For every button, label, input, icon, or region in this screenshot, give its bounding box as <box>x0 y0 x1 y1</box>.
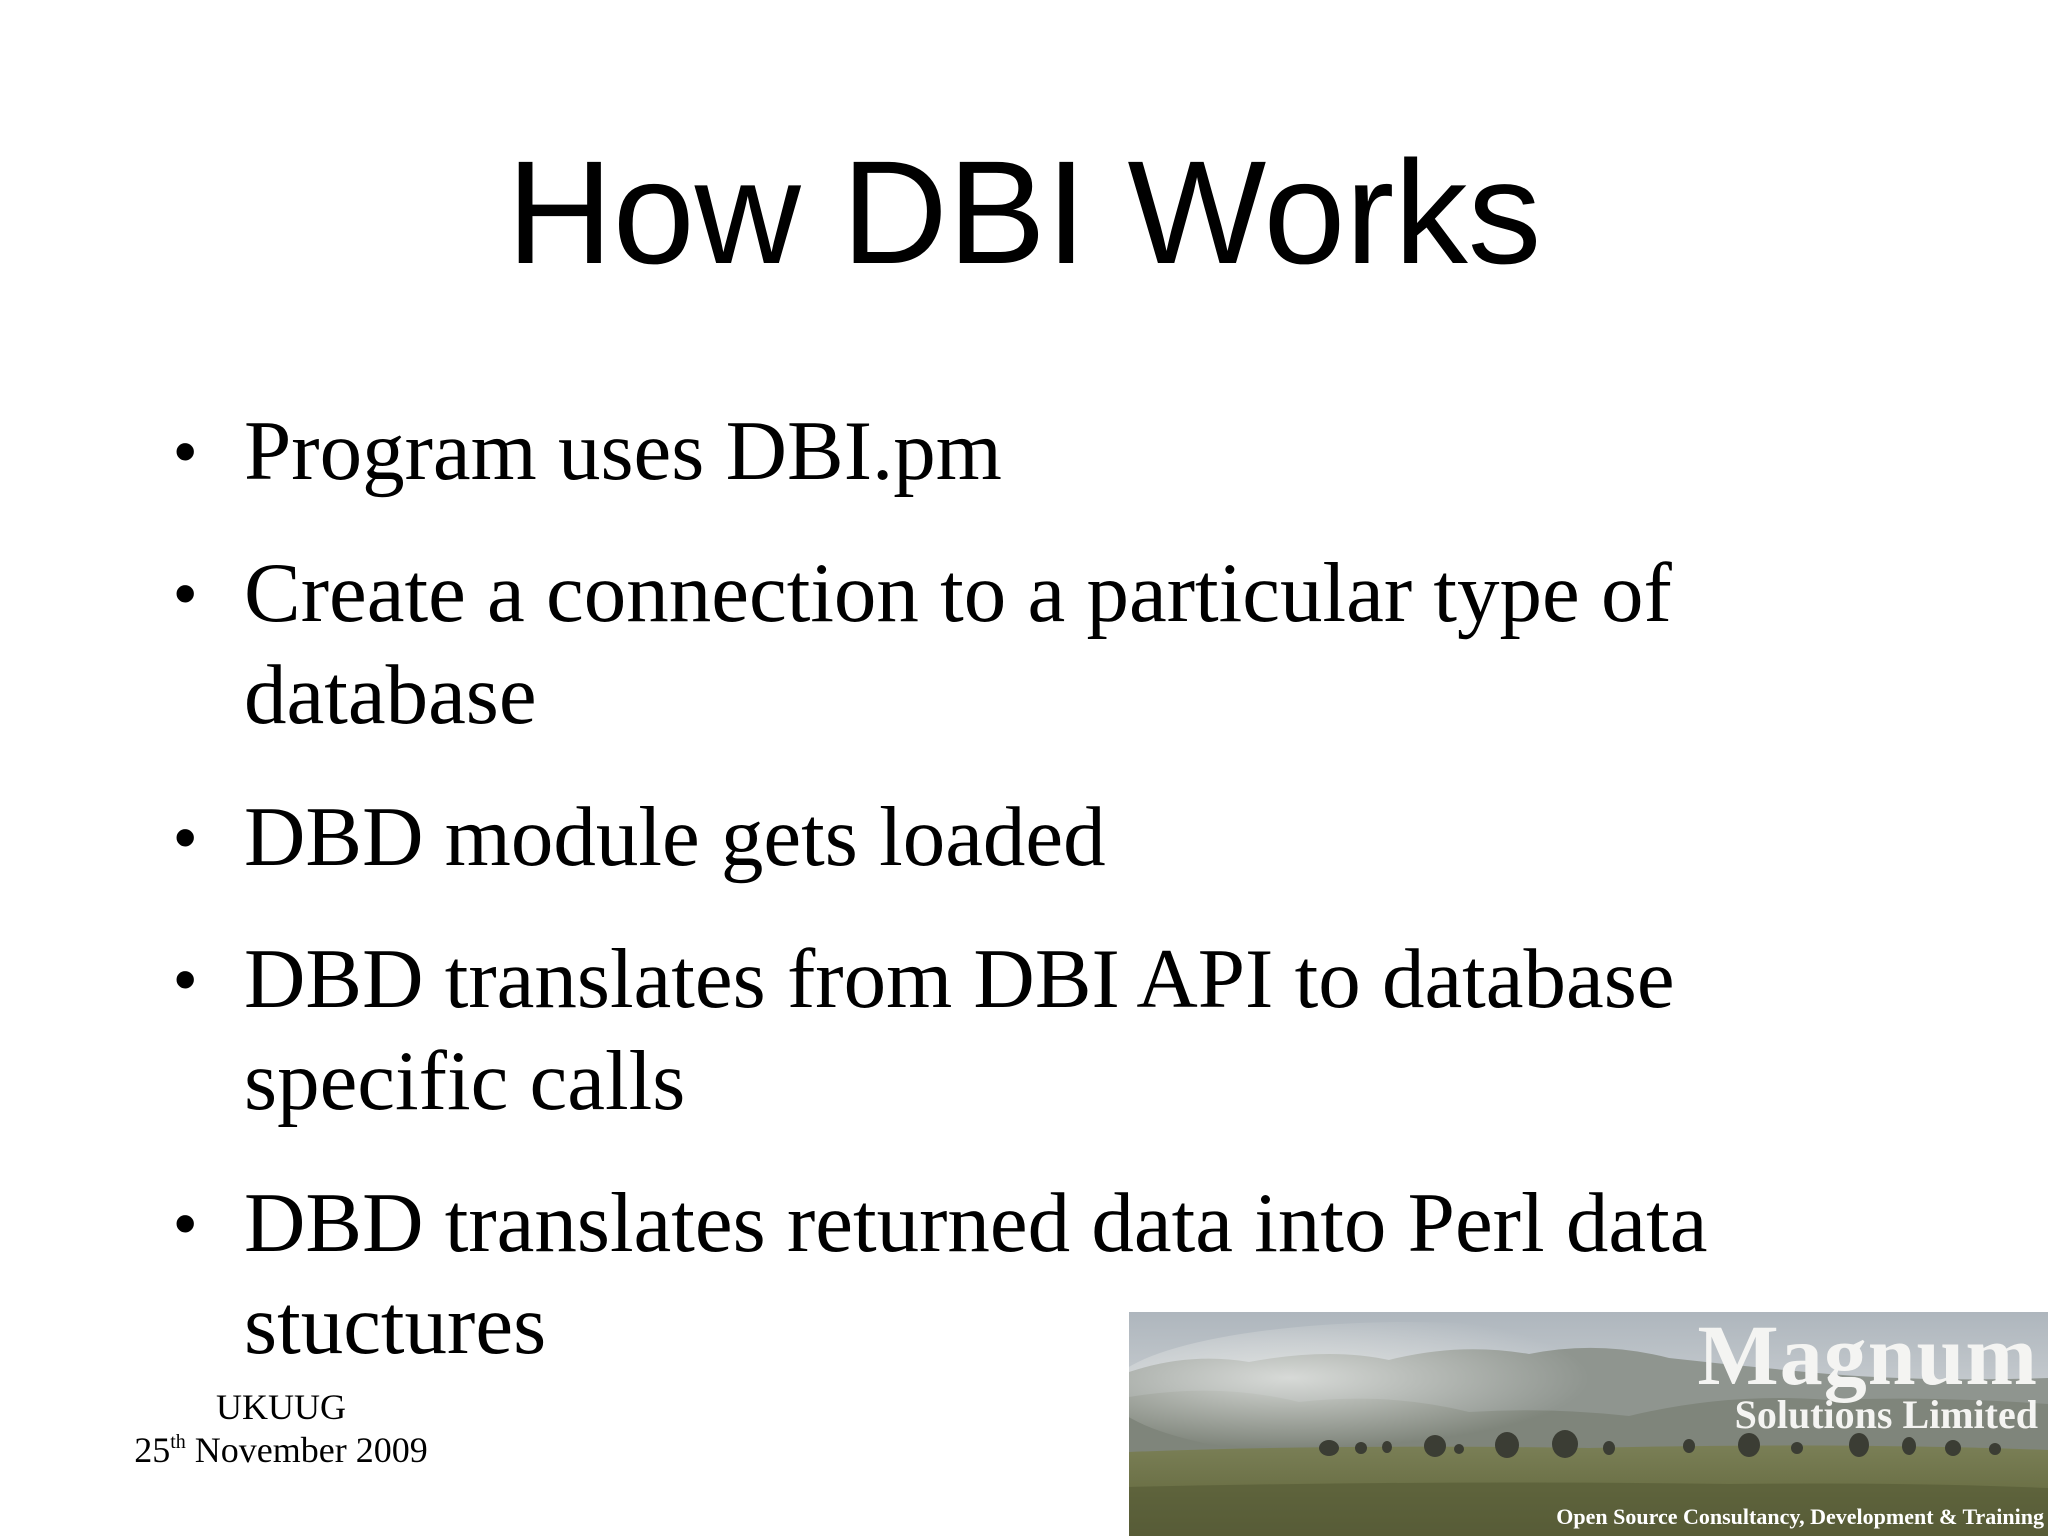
footer-date: 25th November 2009 <box>100 1429 462 1472</box>
bullet-item: • DBD translates from DBI API to databas… <box>160 928 1860 1132</box>
landscape-image <box>1129 1312 2048 1536</box>
bullet-icon: • <box>174 943 197 1015</box>
bullet-icon: • <box>174 415 197 487</box>
logo-tagline: Open Source Consultancy, Development & T… <box>1556 1504 2044 1529</box>
bullet-text: DBD module gets loaded <box>244 790 1106 884</box>
slide-title: How DBI Works <box>506 131 1542 295</box>
logo-name: Magnum <box>1697 1312 2038 1403</box>
bullet-item: • Program uses DBI.pm <box>160 400 1860 502</box>
logo-subtitle: Solutions Limited <box>1734 1392 2038 1437</box>
bullet-item: • DBD translates returned data into Perl… <box>160 1172 1860 1376</box>
bullet-list: • Program uses DBI.pm • Create a connect… <box>160 400 1860 1416</box>
bullet-item: • Create a connection to a particular ty… <box>160 542 1860 746</box>
bullet-icon: • <box>174 801 197 873</box>
bullet-icon: • <box>174 1187 197 1259</box>
company-logo-banner: Magnum Solutions Limited Open Source Con… <box>1129 1312 2048 1536</box>
bullet-item: • DBD module gets loaded <box>160 786 1860 888</box>
slide-footer: UKUUG 25th November 2009 <box>100 1386 462 1472</box>
footer-date-rest: November 2009 <box>185 1430 428 1470</box>
footer-date-day: 25 <box>134 1430 171 1470</box>
bullet-icon: • <box>174 557 197 629</box>
bullet-text: DBD translates from DBI API to database … <box>244 932 1675 1128</box>
bullet-text: Program uses DBI.pm <box>244 404 1002 498</box>
bullet-text: DBD translates returned data into Perl d… <box>244 1176 1708 1372</box>
bullet-text: Create a connection to a particular type… <box>244 546 1672 742</box>
footer-event: UKUUG <box>216 1387 346 1427</box>
footer-date-suffix: th <box>170 1431 186 1453</box>
